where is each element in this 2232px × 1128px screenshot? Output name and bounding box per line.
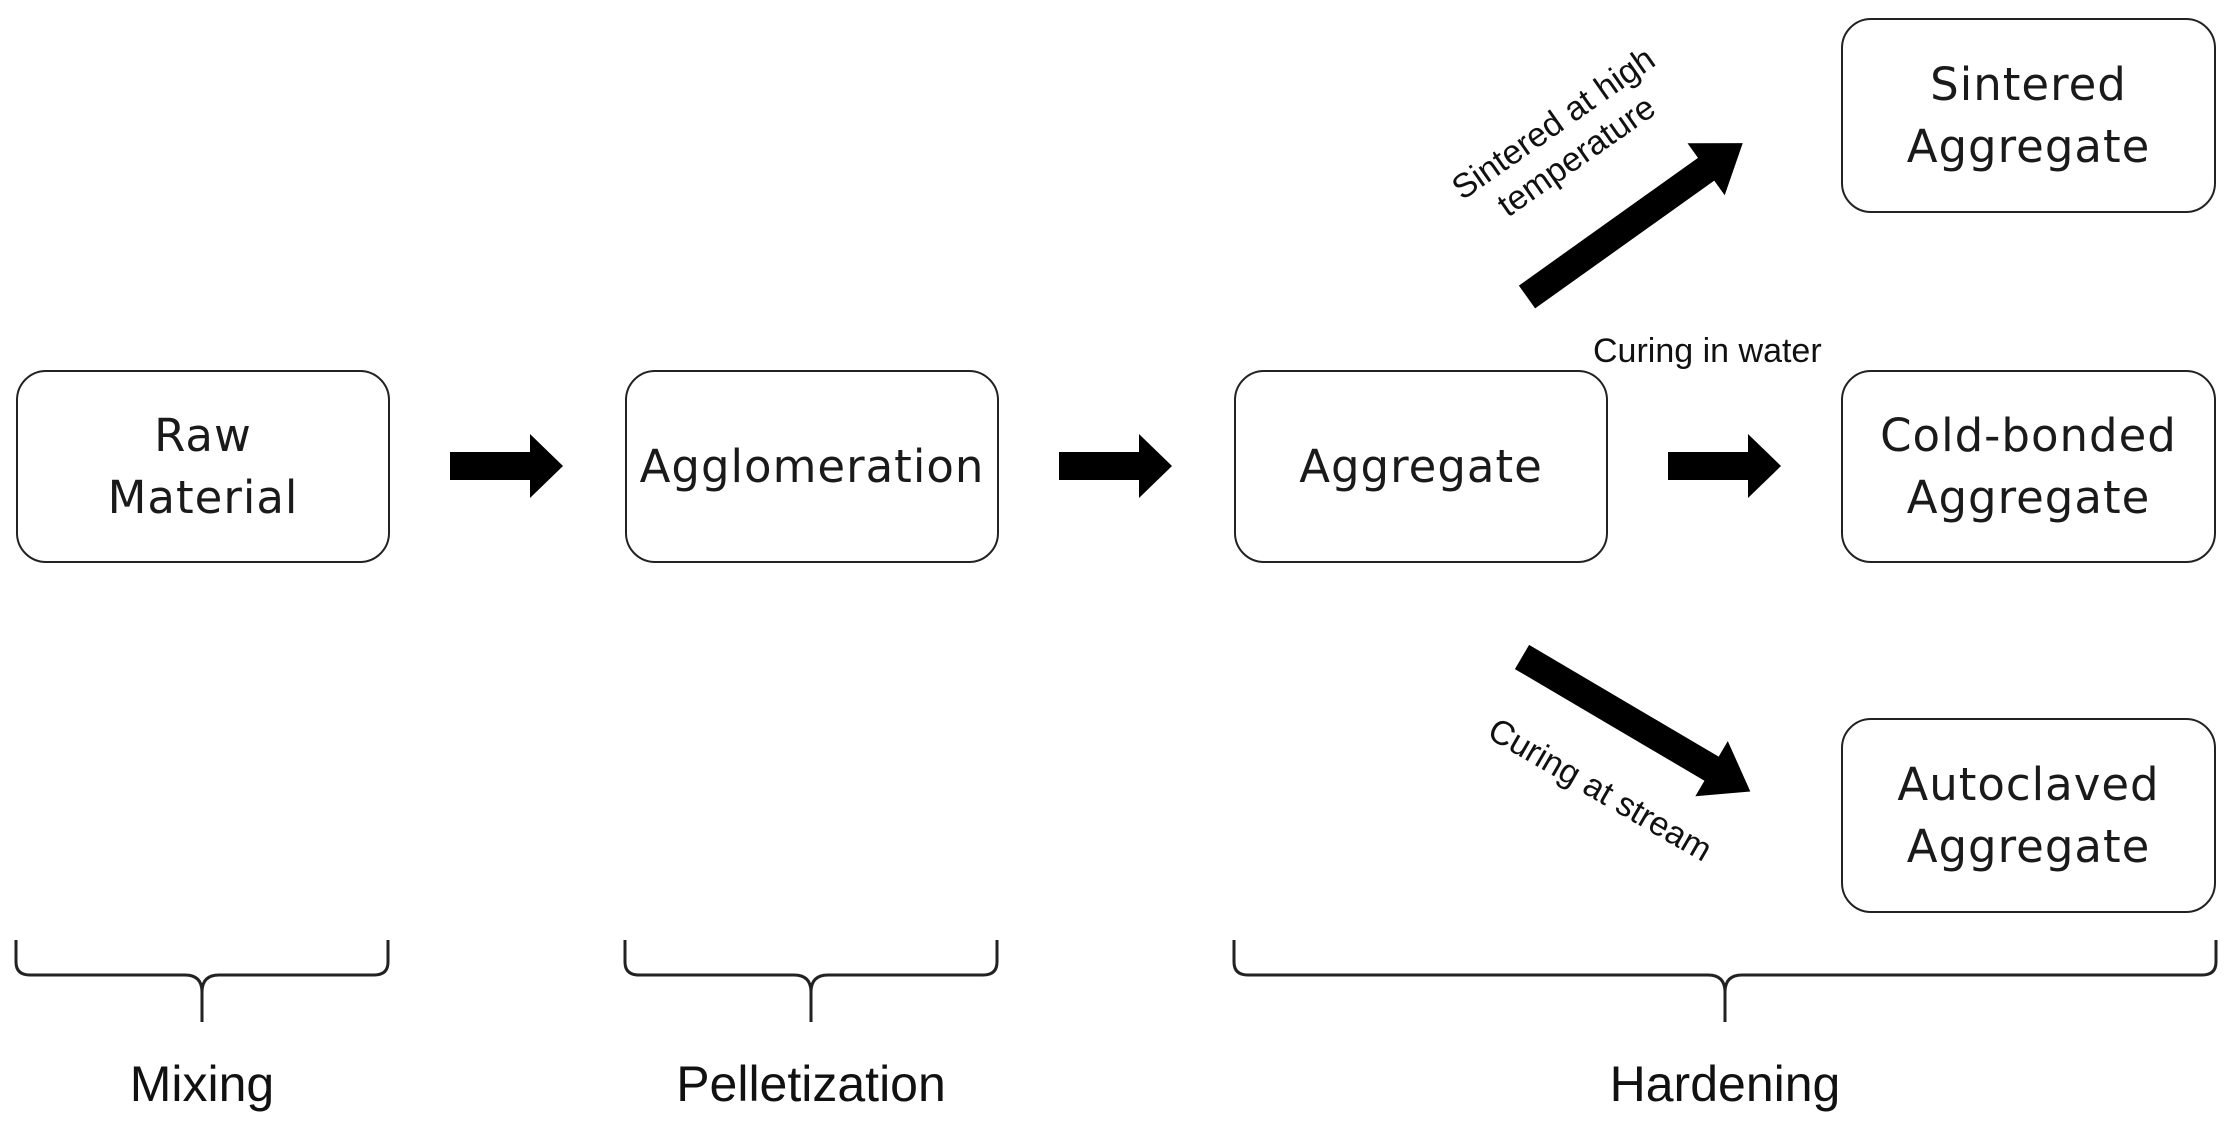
- node-autoclaved-aggregate: Autoclaved Aggregate: [1841, 718, 2216, 913]
- node-sintered-aggregate: Sintered Aggregate: [1841, 18, 2216, 213]
- brace-mixing: [14, 940, 390, 1022]
- node-sintered-line2: Aggregate: [1906, 119, 2151, 173]
- node-agglomeration-label: Agglomeration: [639, 439, 985, 493]
- arrow-aggregate-to-autoclaved: [1514, 644, 1751, 797]
- stage-label-mixing: Mixing: [129, 1056, 275, 1112]
- arrow-aggregate-to-cold-bonded: [1668, 434, 1781, 498]
- arrow-aggregate-to-sintered: [1518, 143, 1743, 309]
- stage-label-hardening: Hardening: [1609, 1056, 1841, 1112]
- node-aggregate-label: Aggregate: [1299, 439, 1543, 493]
- brace-hardening: [1232, 940, 2218, 1022]
- arrow-raw-to-agglomeration: [450, 434, 563, 498]
- node-raw-material-line1: Raw: [154, 408, 252, 462]
- node-aggregate: Aggregate: [1234, 370, 1608, 563]
- node-autoclaved-line2: Aggregate: [1906, 819, 2151, 873]
- arrow-agglomeration-to-aggregate: [1059, 434, 1172, 498]
- stage-label-pelletization: Pelletization: [676, 1056, 946, 1112]
- node-raw-material-line2: Material: [107, 470, 299, 524]
- node-cold-bonded-aggregate: Cold-bonded Aggregate: [1841, 370, 2216, 563]
- node-agglomeration: Agglomeration: [625, 370, 999, 563]
- edge-label-cold-bonded: Curing in water: [1593, 332, 1822, 370]
- node-sintered-line1: Sintered: [1930, 57, 2127, 111]
- node-cold-bonded-line1: Cold-bonded: [1880, 408, 2177, 462]
- node-raw-material: Raw Material: [16, 370, 390, 563]
- node-cold-bonded-line2: Aggregate: [1906, 470, 2151, 524]
- brace-pelletization: [623, 940, 999, 1022]
- node-autoclaved-line1: Autoclaved: [1897, 757, 2160, 811]
